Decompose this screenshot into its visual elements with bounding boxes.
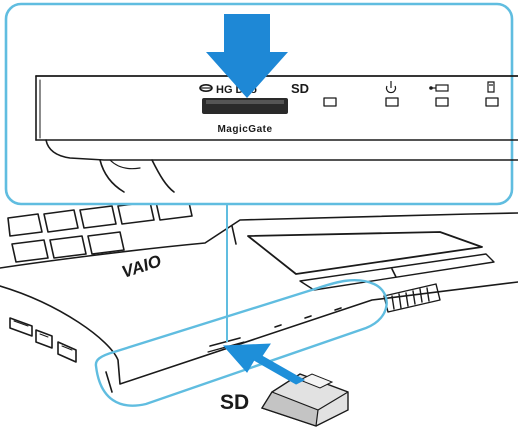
sd-slot-label: SD <box>291 81 309 96</box>
drive-icon <box>487 81 495 93</box>
insert-arrow-large <box>206 14 288 98</box>
magicgate-label: MagicGate <box>217 124 272 135</box>
battery-icon <box>429 84 449 92</box>
front-vent <box>383 283 441 313</box>
power-icon <box>385 81 397 94</box>
memory-stick-icon <box>199 83 213 93</box>
vaio-logo: VAIO <box>119 251 163 282</box>
palmrest-outline <box>0 212 518 269</box>
sd-card <box>260 373 349 427</box>
inset-panel: HG Duo SD MagicGate <box>4 2 518 206</box>
laptop-illustration <box>0 197 518 393</box>
sd-card-label: SD <box>220 391 249 414</box>
svg-text:VAIO: VAIO <box>119 251 163 282</box>
insert-arrow-small <box>222 343 306 385</box>
keyboard-keys <box>7 197 193 263</box>
slot-highlight-outline <box>94 278 388 407</box>
side-ports <box>9 317 77 363</box>
touchpad <box>247 231 483 275</box>
